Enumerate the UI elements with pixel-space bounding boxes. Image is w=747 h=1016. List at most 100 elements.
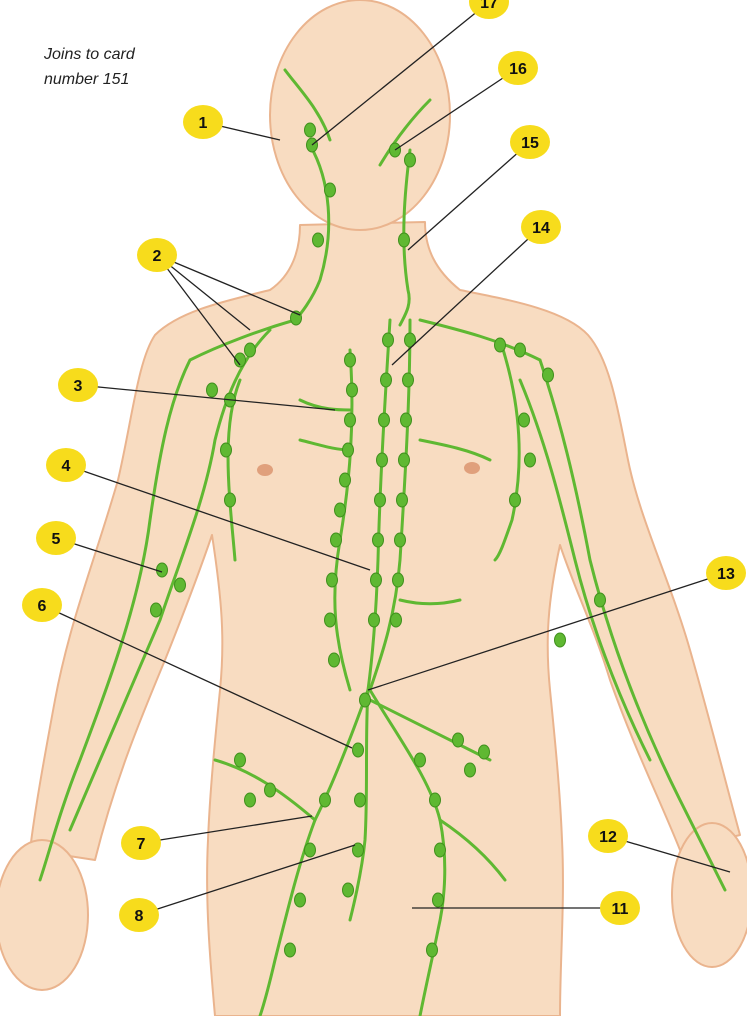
label-14: 14 [391, 210, 561, 366]
lymph-node [359, 692, 371, 708]
label-15: 15 [407, 125, 550, 251]
lymph-node [374, 492, 386, 508]
lymph-node [390, 612, 402, 628]
label-11: 11 [412, 891, 640, 925]
leader-line [394, 67, 519, 151]
label-badge [183, 105, 223, 139]
lymph-node [478, 744, 490, 760]
leader-line [407, 141, 531, 251]
lymph-node [352, 842, 364, 858]
label-17: 17 [311, 0, 509, 146]
lymph-node [404, 152, 416, 168]
label-badge [137, 238, 177, 272]
lymph-node [554, 632, 566, 648]
lymph-node [429, 792, 441, 808]
right-hand [0, 839, 89, 991]
lymph-vessel [398, 598, 462, 606]
label-badge [600, 891, 640, 925]
lymph-node [244, 342, 256, 358]
label-5: 5 [36, 521, 163, 573]
lymph-node [344, 352, 356, 368]
lymph-node [324, 612, 336, 628]
label-number: 13 [717, 566, 735, 583]
label-badge [469, 0, 509, 19]
label-number: 7 [137, 836, 146, 853]
leader-line [65, 464, 371, 571]
lymph-node [342, 882, 354, 898]
lymph-node [514, 342, 526, 358]
label-12: 12 [588, 819, 731, 873]
left-hand [671, 822, 747, 968]
lymph-node [330, 532, 342, 548]
lymph-node [344, 412, 356, 428]
label-7: 7 [121, 815, 313, 860]
label-number: 14 [532, 220, 550, 237]
caption-note: Joins to card number 151 [44, 42, 214, 92]
label-8: 8 [119, 844, 356, 932]
label-number: 4 [62, 458, 71, 475]
lymph-vessel [378, 98, 432, 167]
lymph-node [394, 532, 406, 548]
label-badge [588, 819, 628, 853]
label-number: 8 [135, 908, 144, 925]
leader-line [77, 384, 336, 411]
label-number: 11 [612, 901, 629, 918]
lymph-node [264, 782, 276, 798]
label-badge [36, 521, 76, 555]
lymph-node [414, 752, 426, 768]
leader-line [607, 835, 731, 873]
label-badge [510, 125, 550, 159]
lymph-vessel [38, 318, 297, 882]
lymph-node [426, 942, 438, 958]
lymph-node [509, 492, 521, 508]
leader-line [156, 254, 241, 366]
label-number: 5 [52, 531, 61, 548]
lymph-node [346, 382, 358, 398]
lymph-node [174, 577, 186, 593]
lymph-vessel [398, 148, 412, 327]
leader-line [156, 254, 251, 331]
leader-line [138, 844, 356, 916]
leader-line [367, 572, 727, 691]
label-badge [58, 368, 98, 402]
label-badge [498, 51, 538, 85]
lymph-node [370, 572, 382, 588]
lymph-node [304, 842, 316, 858]
label-number: 12 [599, 829, 617, 846]
leader-line [391, 226, 542, 366]
lymph-node [372, 532, 384, 548]
lymph-node [284, 942, 296, 958]
lymph-node [304, 122, 316, 138]
lymph-node [244, 792, 256, 808]
torso-and-limbs [29, 221, 741, 1016]
nipple-right [257, 464, 273, 476]
lymph-node [326, 572, 338, 588]
label-2: 2 [137, 238, 301, 366]
lymph-node [494, 337, 506, 353]
label-13: 13 [367, 556, 746, 691]
label-number: 15 [521, 135, 539, 152]
lymph-node [294, 892, 306, 908]
lymph-node [324, 182, 336, 198]
lymph-node [328, 652, 340, 668]
lymph-node [312, 232, 324, 248]
lymph-vessel [418, 438, 492, 462]
label-badge [521, 210, 561, 244]
lymph-node [150, 602, 162, 618]
label-number: 1 [199, 115, 208, 132]
leader-line [311, 1, 490, 146]
lymph-node [352, 742, 364, 758]
lymph-node [368, 612, 380, 628]
lymph-node [594, 592, 606, 608]
leader-line [156, 254, 301, 316]
label-4: 4 [46, 448, 371, 571]
leader-line [140, 815, 313, 844]
lymph-vessel [438, 818, 507, 882]
lymph-vessel [368, 698, 492, 762]
label-badge [119, 898, 159, 932]
lymph-node [398, 232, 410, 248]
caption-line-2: number 151 [44, 71, 130, 88]
label-3: 3 [58, 368, 336, 411]
label-6: 6 [22, 588, 353, 749]
